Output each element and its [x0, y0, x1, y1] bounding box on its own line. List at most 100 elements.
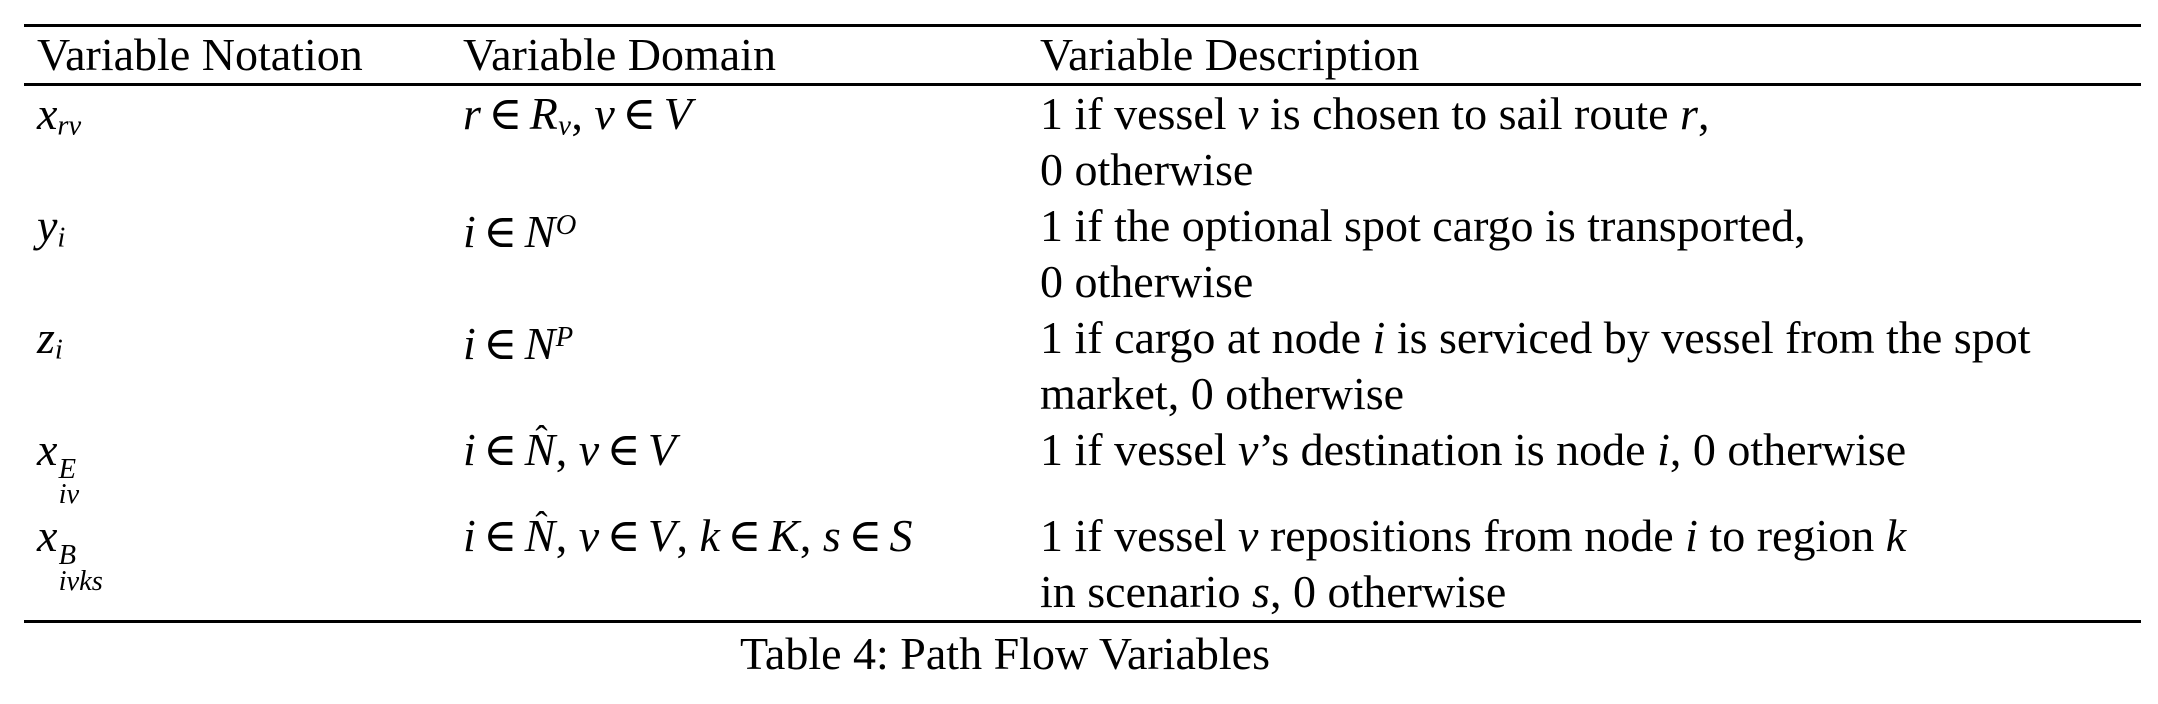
description-line: 1 if vessel v is chosen to sail route r,: [1040, 86, 2141, 142]
superscript: E: [58, 453, 76, 485]
description-text: ’s destination is node: [1258, 424, 1658, 475]
math-variable: r: [1680, 88, 1698, 139]
notation-cell: xrv: [24, 86, 463, 198]
set-symbol: V: [647, 424, 677, 475]
description-text: , 0 otherwise: [1269, 566, 1507, 618]
set-symbol: S: [889, 510, 913, 562]
description-text: ,: [799, 510, 823, 562]
math-variable: i: [463, 424, 476, 475]
column-header-domain: Variable Domain: [463, 29, 776, 80]
description-line: market, 0 otherwise: [1040, 366, 2141, 422]
subscript: ivks: [58, 565, 103, 597]
variables-table: Variable Notation Variable Domain Variab…: [24, 24, 2141, 624]
description-cell: 1 if vessel v’s destination is node i, 0…: [1040, 422, 2141, 508]
set-symbol: V: [663, 88, 693, 139]
math-variable: v: [1238, 88, 1259, 139]
domain-cell: r∈Rv, v∈V: [463, 86, 1040, 198]
description-text: 1 if vessel: [1040, 510, 1239, 562]
subscript: i: [57, 222, 66, 254]
set-symbol: NO: [524, 205, 577, 257]
element-of-symbol: ∈: [848, 510, 883, 562]
subscript: v: [558, 110, 572, 142]
description-line: 0 otherwise: [1040, 254, 2141, 310]
element-of-symbol: ∈: [488, 88, 523, 139]
description-text: ,: [571, 88, 595, 139]
description-text: market, 0 otherwise: [1040, 368, 1405, 419]
set-symbol: V: [647, 510, 677, 562]
description-cell: 1 if cargo at node i is serviced by vess…: [1040, 310, 2141, 422]
math-variable: v: [594, 88, 615, 139]
math-variable: k: [699, 510, 720, 562]
domain-cell: i∈NP: [463, 310, 1040, 422]
description-cell: 1 if vessel v repositions from node i to…: [1040, 508, 2141, 620]
superscript: B: [58, 539, 76, 571]
math-variable: v: [1238, 510, 1259, 562]
description-text: , 0 otherwise: [1669, 424, 1907, 475]
math-variable: s: [1252, 566, 1270, 618]
domain-cell: i∈NO: [463, 198, 1040, 310]
description-line: 1 if the optional spot cargo is transpor…: [1040, 198, 2141, 254]
description-line: 1 if vessel v’s destination is node i, 0…: [1040, 422, 2141, 478]
description-text: 0 otherwise: [1040, 144, 1254, 195]
description-text: 0 otherwise: [1040, 256, 1254, 307]
table-header-row: Variable Notation Variable Domain Variab…: [24, 27, 2141, 86]
superscript: P: [555, 322, 574, 353]
math-variable: i: [1372, 312, 1386, 363]
description-cell: 1 if the optional spot cargo is transpor…: [1040, 198, 2141, 310]
notation-cell: yi: [24, 198, 463, 310]
description-text: 1 if vessel: [1040, 424, 1239, 475]
description-line: 0 otherwise: [1040, 142, 2141, 198]
description-text: 1 if the optional spot cargo is transpor…: [1040, 200, 1806, 251]
math-variable: i: [463, 510, 476, 562]
element-of-symbol: ∈: [606, 510, 641, 562]
math-variable: v: [1238, 424, 1259, 475]
subscript: i: [54, 334, 63, 366]
notation-cell: zi: [24, 310, 463, 422]
math-variable: i: [463, 205, 476, 257]
description-line: 1 if cargo at node i is serviced by vess…: [1040, 310, 2141, 366]
subscript: rv: [57, 110, 82, 142]
math-variable: i: [1685, 510, 1698, 562]
element-of-symbol: ∈: [483, 510, 518, 562]
description-text: repositions from node: [1258, 510, 1686, 562]
math-variable: yi: [37, 200, 66, 254]
table-caption: Table 4: Path Flow Variables: [740, 628, 1270, 679]
description-text: is serviced by vessel from the spot: [1385, 312, 2031, 363]
description-text: is chosen to sail route: [1258, 88, 1681, 139]
description-text: ,: [555, 510, 579, 562]
description-text: 1 if cargo at node: [1040, 312, 1373, 363]
set-symbol: NP: [524, 317, 574, 369]
element-of-symbol: ∈: [483, 317, 518, 369]
hat-accent: ˆ: [535, 417, 549, 459]
math-variable: r: [463, 88, 481, 139]
math-variable: v: [578, 424, 600, 475]
math-variable: i: [463, 317, 476, 369]
math-variable: k: [1885, 510, 1907, 562]
math-variable: v: [578, 510, 600, 562]
description-cell: 1 if vessel v is chosen to sail route r,…: [1040, 86, 2141, 198]
column-header-description: Variable Description: [1040, 29, 1420, 80]
subscript: iv: [58, 479, 80, 511]
column-header-notation: Variable Notation: [37, 29, 363, 80]
description-line: in scenario s, 0 otherwise: [1040, 564, 2141, 620]
set-symbol: K: [768, 510, 800, 562]
element-of-symbol: ∈: [483, 424, 518, 475]
